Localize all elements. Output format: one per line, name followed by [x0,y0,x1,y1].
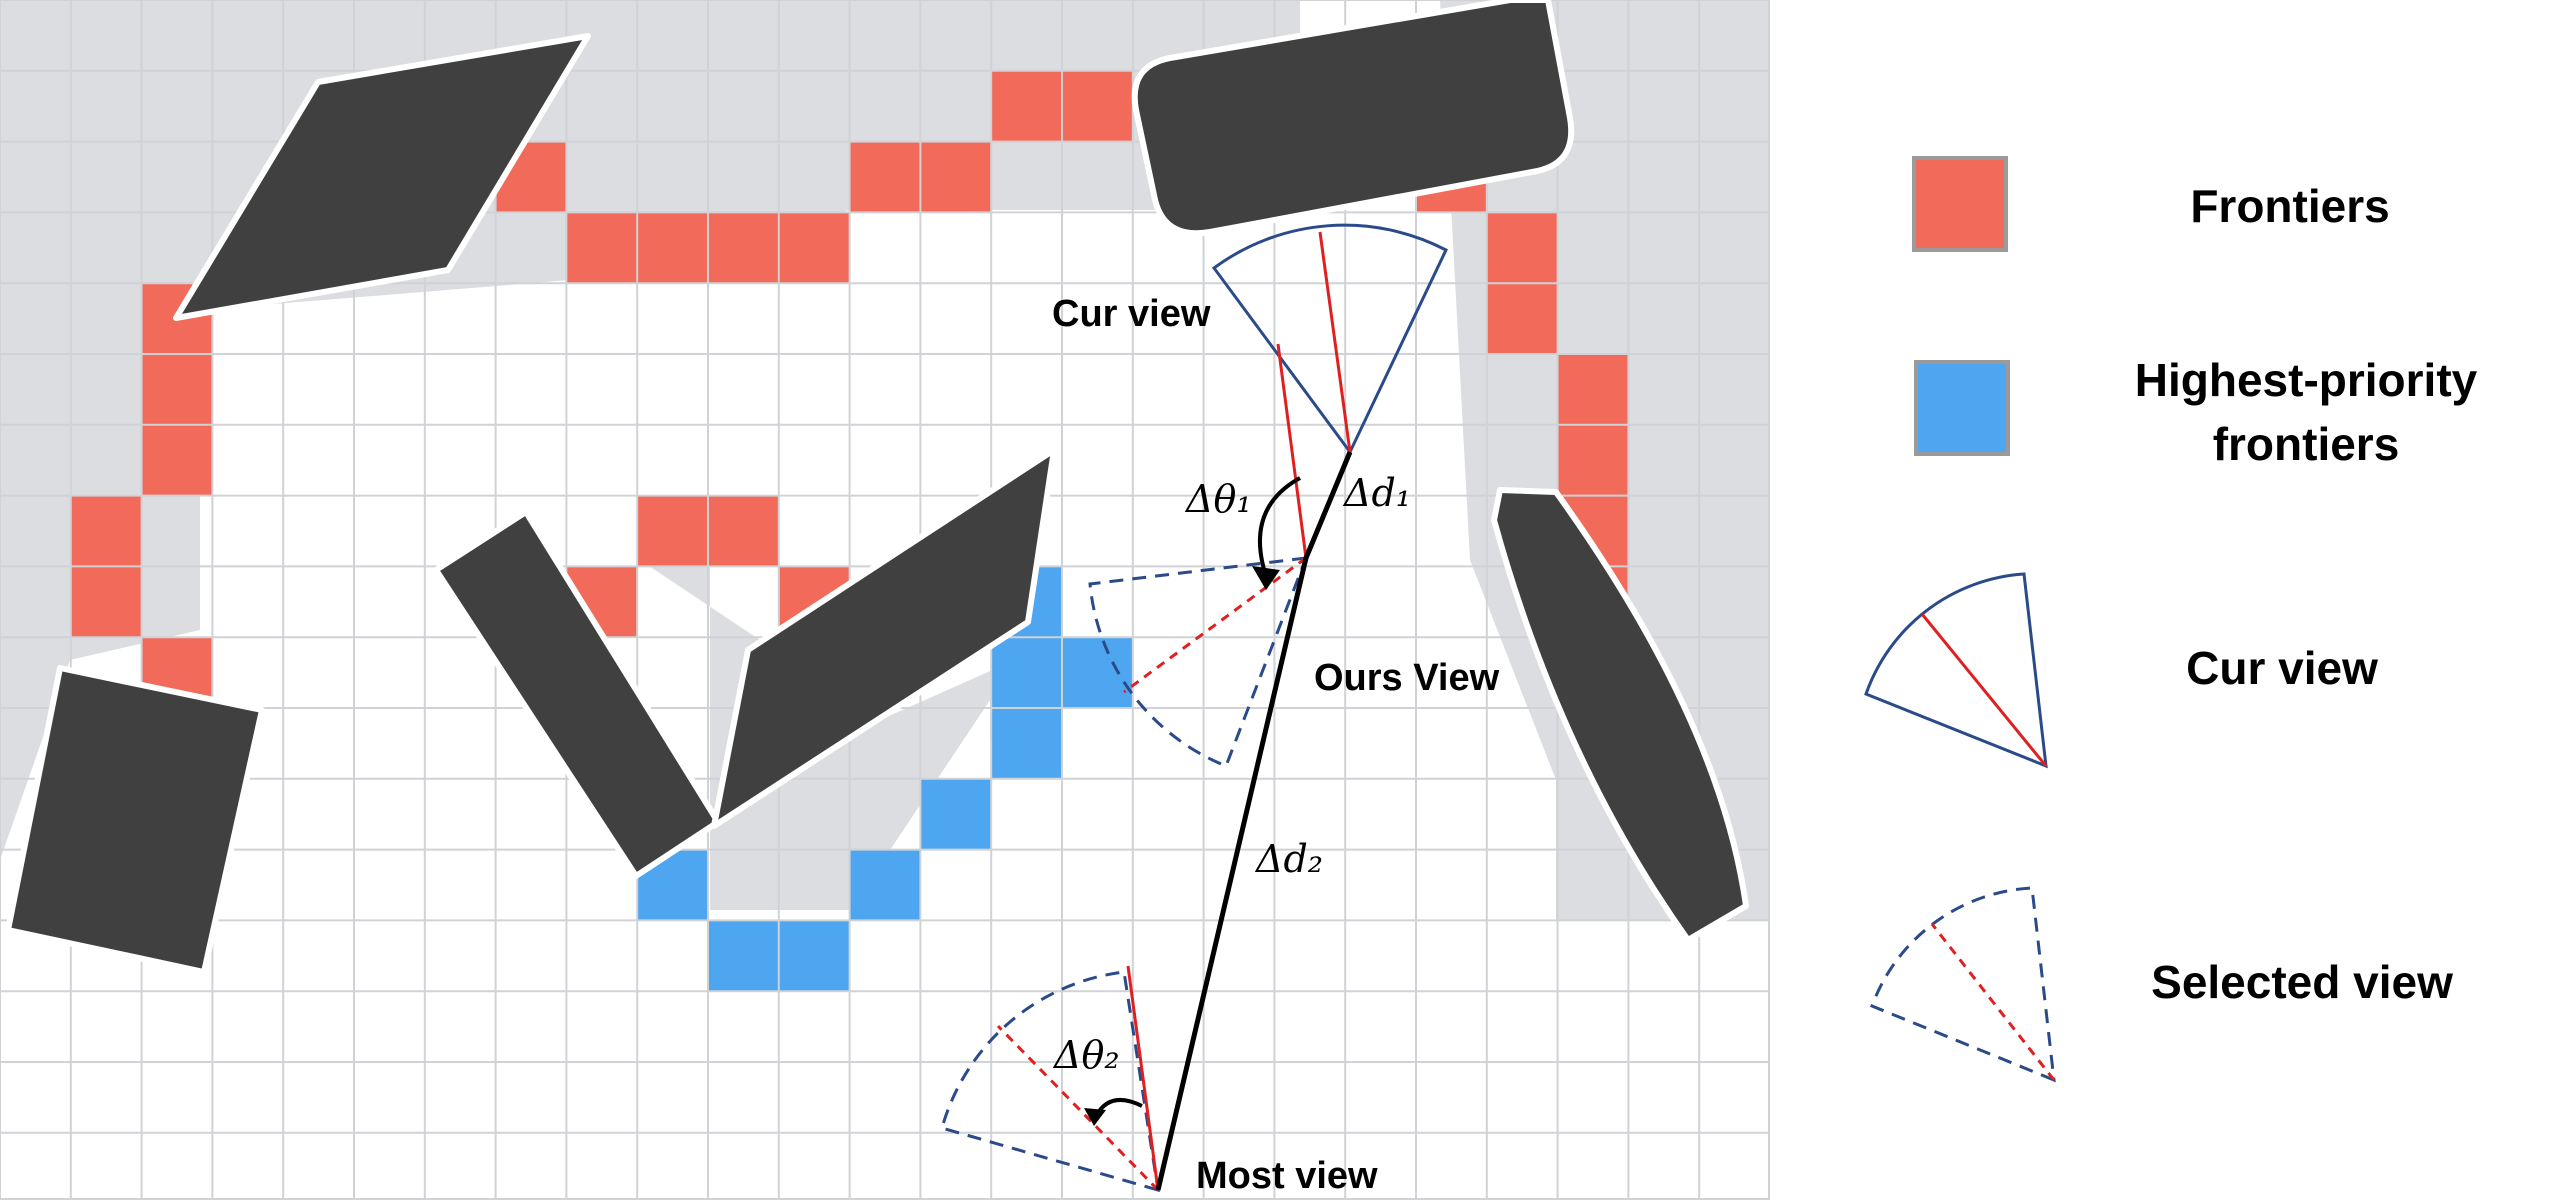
frontier-cell [141,354,213,425]
frontier-cell [1486,212,1558,284]
frontier-cell [70,566,142,638]
frontier-cell [1486,283,1558,354]
obstacle-top-right [1131,0,1575,237]
frontier-cell [849,141,921,213]
legend-selected-view-icon [1870,886,2056,1083]
legend-label-cur-view: Cur view [2186,642,2378,694]
highest-priority-cell [991,708,1062,779]
obstacle-left-bottom [5,665,265,975]
legend-label-highest-priority-line2: frontiers [2213,418,2400,470]
occupancy-map: Cur view Ours View Most view Δθ₁ Δθ₂ Δd₁… [0,0,1770,1200]
most-view-sector [940,970,1160,1193]
ours-view-sector [1088,556,1309,768]
frontier-cell [637,495,708,567]
highest-priority-cell [708,920,779,992]
legend-item-selected-view: Selected view [1870,886,2453,1083]
ours-view-ray [1123,556,1307,694]
delta-theta1-arrow [1258,476,1301,583]
legend-label-selected-view: Selected view [2151,956,2453,1008]
cur-view-sector [1211,223,1448,455]
legend: Frontiers Highest-priority frontiers Cur… [1864,156,2478,1083]
delta-theta2-label: Δθ₂ [1052,1033,1120,1077]
obstacle-center [711,447,1057,829]
frontier-cell [1557,354,1629,425]
frontier-cell [566,212,638,284]
frontier-cell [991,70,1062,142]
delta-d1-label: Δd₁ [1342,471,1411,515]
ours-view-label: Ours View [1314,657,1500,699]
frontier-cell [778,212,850,284]
highest-priority-cell [778,920,850,992]
legend-cur-view-icon [1864,572,2048,769]
view-overlays [940,223,1448,1193]
frontier-cell [1062,70,1133,142]
ours-view-ray-solid [1276,343,1308,559]
frontier-cell [708,495,779,567]
delta-theta2-arrowhead-icon [1084,1108,1106,1126]
legend-item-highest-priority: Highest-priority frontiers [1914,354,2478,470]
delta-theta1-arrowhead-icon [1252,566,1280,590]
frontier-cell [1557,424,1629,496]
delta-theta1-label: Δθ₁ [1184,477,1252,521]
legend-swatch-highest-priority [1914,360,2010,456]
legend-label-frontiers: Frontiers [2190,180,2389,232]
highest-priority-cell [849,849,921,921]
frontier-cell [637,212,708,284]
legend-selected-view-ray [1930,923,2056,1081]
most-view-ray-solid [1126,965,1160,1191]
legend-item-frontiers: Frontiers [1912,156,2390,252]
frontier-cell [708,212,779,284]
delta-d2-label: Δd₂ [1254,837,1323,881]
legend-label-highest-priority-line1: Highest-priority [2135,354,2478,406]
highest-priority-cell [991,637,1062,708]
obstacle-right [1491,487,1749,943]
cur-view-label: Cur view [1052,293,1211,335]
legend-item-cur-view: Cur view [1864,572,2378,769]
legend-swatch-frontier [1912,156,2008,252]
highest-priority-cell [920,778,992,850]
delta-d1-path [1303,451,1353,559]
cur-view-ray [1318,231,1352,453]
frontier-cell [141,424,213,496]
delta-d2-path [1155,557,1309,1191]
obstacles [5,0,1749,975]
legend-cur-view-ray [1920,613,2048,767]
most-view-label: Most view [1196,1155,1378,1197]
obstacle-top-left [173,33,591,321]
most-view-ray-dashed [996,1024,1160,1192]
highest-priority-cell [1062,637,1133,708]
frontier-cell [920,141,992,213]
frontier-cell [70,495,142,567]
